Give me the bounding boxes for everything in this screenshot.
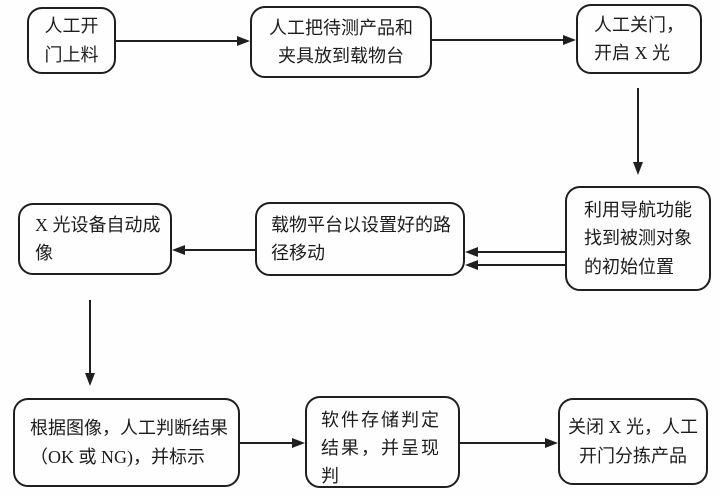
arrow-stage-to-imaging-line [185, 249, 255, 251]
node-xray-auto-imaging: X 光设备自动成 像 [18, 203, 172, 275]
arrow-store-to-sort-head [545, 438, 558, 448]
node-close-xray-sort-products: 关闭 X 光，人工 开门分拣产品 [558, 398, 708, 485]
node-label: 软件存储判定 结果，并呈现判 定结果图 [321, 410, 441, 487]
node-label: 人工把待测产品和 夹具放到载物台 [269, 17, 413, 66]
arrow-load-to-place-line [116, 40, 238, 42]
arrow-navigate-to-stage-line-2 [477, 264, 565, 266]
node-place-product-on-stage: 人工把待测产品和 夹具放到载物台 [250, 6, 432, 78]
node-label: 根据图像，人工判断结果 （OK 或 NG)，并标示 [30, 418, 228, 467]
arrow-judge-to-store-line [240, 442, 293, 444]
arrow-load-to-place-head [237, 36, 250, 46]
arrow-navigate-to-stage-line-1 [477, 251, 565, 253]
node-manual-judgement: 根据图像，人工判断结果 （OK 或 NG)，并标示 [13, 398, 240, 487]
arrow-place-to-closedoor-line [432, 39, 564, 41]
arrow-closedoor-to-navigate-head [633, 162, 643, 175]
arrow-store-to-sort-line [460, 442, 546, 444]
arrow-imaging-to-judge-line [89, 300, 91, 374]
node-label: 人工开 门上料 [44, 16, 99, 65]
node-close-door-start-xray: 人工关门， 开启 X 光 [576, 4, 702, 74]
arrow-navigate-to-stage-head-1 [465, 247, 478, 257]
node-label: 载物平台以设置好的路 径移动 [271, 214, 451, 263]
node-label: 关闭 X 光，人工 开门分拣产品 [568, 417, 698, 466]
node-navigate-to-initial-position: 利用导航功能 找到被测对象 的初始位置 [565, 186, 711, 291]
arrow-stage-to-imaging-head [172, 245, 185, 255]
arrow-navigate-to-stage-head-2 [465, 260, 478, 270]
node-label: 利用导航功能 找到被测对象 的初始位置 [584, 200, 692, 277]
arrow-place-to-closedoor-head [563, 35, 576, 45]
node-label: X 光设备自动成 像 [35, 214, 161, 263]
node-stage-moves-preset-path: 载物平台以设置好的路 径移动 [255, 202, 465, 276]
arrow-closedoor-to-navigate-line [637, 88, 639, 163]
arrow-imaging-to-judge-head [85, 373, 95, 386]
node-manual-open-door-load: 人工开 门上料 [27, 7, 116, 74]
node-label: 人工关门， 开启 X 光 [594, 14, 684, 63]
node-software-store-results: 软件存储判定 结果，并呈现判 定结果图 [305, 396, 460, 488]
arrow-judge-to-store-head [292, 438, 305, 448]
